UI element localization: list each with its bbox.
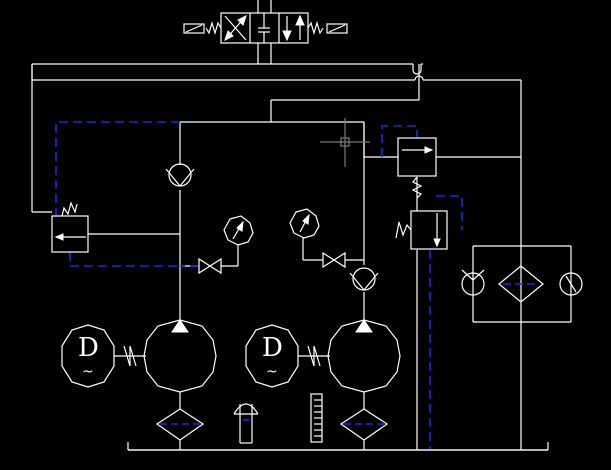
motor-symbol-left: D <box>78 333 99 363</box>
pressure-lines <box>31 63 572 451</box>
motor-wave-right: ~ <box>266 364 278 380</box>
sequence-valve-upper <box>397 137 437 199</box>
motor-symbol-right: D <box>262 333 283 363</box>
coupling-left <box>114 345 146 367</box>
pilot-lines <box>55 121 463 450</box>
motor-wave-left: ~ <box>82 364 94 380</box>
check-valve-right <box>349 267 379 291</box>
suction-filter-right <box>339 408 389 441</box>
needle-valve-right <box>322 251 346 269</box>
pressure-gauge-left <box>223 215 254 246</box>
check-valve-left <box>165 163 195 187</box>
directional-control-valve <box>183 0 348 64</box>
hydraulic-pump-right <box>327 319 401 393</box>
suction-filter-left <box>155 408 205 441</box>
needle-valve-left <box>198 257 222 275</box>
hydraulic-pump-left <box>143 319 217 393</box>
electric-motor-left: D ~ <box>61 324 115 388</box>
coupling-right <box>298 345 330 367</box>
cooler-filter-unit <box>461 265 583 303</box>
electric-motor-right: D ~ <box>245 324 299 388</box>
air-breather <box>233 403 259 444</box>
cad-crosshair-cursor <box>320 118 370 167</box>
relief-valve-left <box>51 201 89 253</box>
oil-level-gauge <box>310 393 323 443</box>
pressure-gauge-right <box>289 208 320 239</box>
relief-valve-right <box>395 210 448 250</box>
